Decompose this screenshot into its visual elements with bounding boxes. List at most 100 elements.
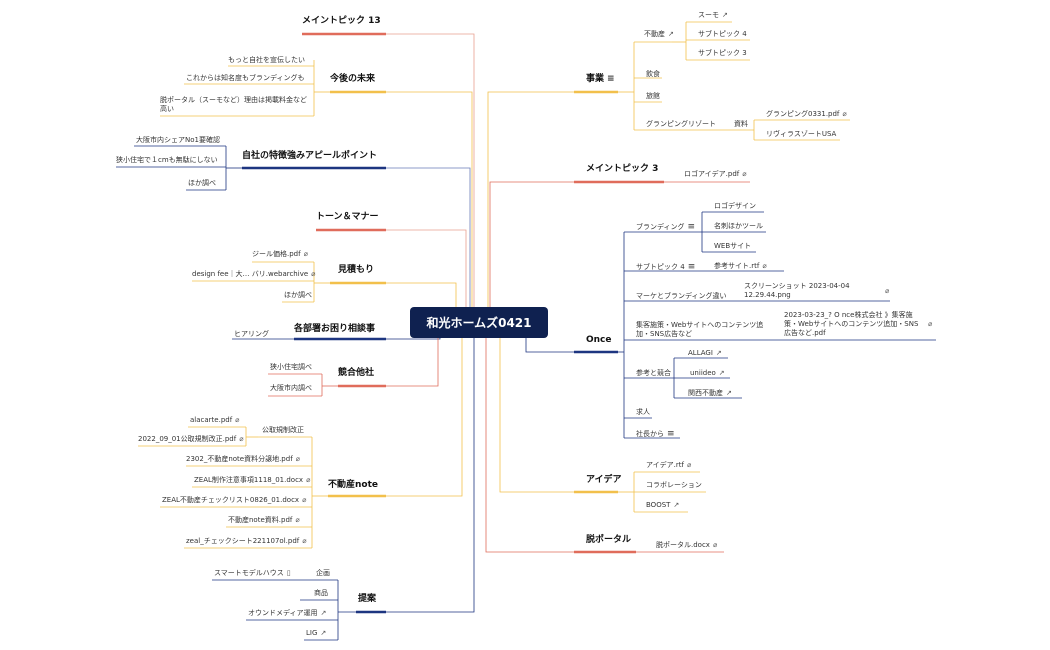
note-file[interactable]: 2302_不動産note資料分譲地.pdf⌀: [186, 455, 300, 463]
paperclip-icon: ⌀: [239, 435, 244, 443]
idea-topic[interactable]: アイデア: [586, 475, 622, 485]
external-link-icon: ↗: [726, 389, 732, 397]
tone-manner-topic[interactable]: トーン＆マナー: [316, 212, 379, 222]
competitor-item[interactable]: 狭小住宅調べ: [270, 363, 312, 371]
branding-item[interactable]: 名刺ほかツール: [714, 222, 763, 230]
external-link-icon: ↗: [673, 501, 680, 509]
proposal-item[interactable]: LIG↗: [306, 629, 327, 637]
paperclip-icon: ⌀: [686, 461, 692, 469]
strength-topic[interactable]: 自社の特徴強みアピールポイント: [242, 151, 378, 161]
once-subtopic[interactable]: 集客施策・Webサイトへのコンテンツ追加・SNS広告など: [636, 321, 764, 338]
central-topic[interactable]: 和光ホームズ0421: [410, 307, 548, 338]
paperclip-icon: ⌀: [311, 270, 316, 278]
once-subtopic[interactable]: 求人: [636, 408, 650, 416]
external-link-icon: ↗: [320, 609, 327, 617]
once-subtopic[interactable]: 参考と競合: [636, 369, 671, 377]
competitor-item[interactable]: 大阪市内調べ: [270, 384, 312, 392]
strength-item[interactable]: 狭小住宅で１cmも無駄にしない: [116, 156, 218, 164]
estimate-item[interactable]: ジール価格.pdf⌀: [252, 250, 308, 258]
branding-item[interactable]: ロゴデザイン: [714, 202, 756, 210]
note-file[interactable]: 2022_09_01公取規制改正.pdf⌀: [138, 435, 244, 443]
proposal-item[interactable]: 商品: [314, 589, 328, 597]
dept-item[interactable]: ヒアリング: [234, 330, 269, 338]
external-link-icon: ↗: [668, 30, 674, 38]
proposal-topic[interactable]: 提案: [358, 594, 377, 604]
external-link-icon: ↗: [718, 369, 725, 377]
future-item[interactable]: これからは知名度もブランディングも: [186, 74, 305, 82]
paperclip-icon: ⌀: [928, 320, 933, 328]
once-subtopic[interactable]: サブトピック 4≡: [636, 262, 696, 272]
proposal-item[interactable]: オウンドメディア運用↗: [248, 609, 327, 617]
note-subtopic[interactable]: 公取規制改正: [262, 426, 304, 434]
once-subtopic[interactable]: マーケとブランディング違い: [636, 292, 727, 300]
realestate-item[interactable]: スーモ↗: [698, 11, 728, 19]
business-subtopic[interactable]: 不動産↗: [644, 30, 674, 38]
note-file[interactable]: zeal_チェックシート221107ol.pdf⌀: [186, 537, 307, 545]
idea-item[interactable]: コラボレーション: [646, 481, 702, 489]
note-file[interactable]: alacarte.pdf⌀: [190, 416, 240, 424]
competitor-topic[interactable]: 競合他社: [338, 368, 375, 378]
paperclip-icon: ⌀: [712, 541, 718, 549]
notes-icon: ≡: [687, 262, 696, 272]
paperclip-icon: ⌀: [306, 476, 311, 484]
estimate-topic[interactable]: 見積もり: [338, 265, 375, 275]
paperclip-icon: ⌀: [295, 516, 300, 524]
estimate-item[interactable]: design fee｜大… バリ.webarchive⌀: [192, 270, 316, 278]
document-icon: ▯: [286, 569, 291, 577]
shukyaku-file[interactable]: 2023-03-23_? O nce株式会社 》集客施策・Webサイトへのコンテ…: [784, 311, 919, 337]
sanko-item[interactable]: 関西不動産↗: [688, 389, 732, 397]
dept-topic[interactable]: 各部署お困り相談事: [294, 324, 376, 334]
proposal-item[interactable]: スマートモデルハウス▯: [214, 569, 291, 577]
note-file[interactable]: ZEAL不動産チェックリスト0826_01.docx⌀: [162, 496, 307, 504]
sanko-item[interactable]: ALLAGI↗: [688, 349, 722, 357]
main-topic-3[interactable]: メイントピック 3: [586, 164, 659, 174]
estimate-item[interactable]: ほか調べ: [284, 291, 312, 299]
paperclip-icon: ⌀: [295, 455, 300, 463]
paperclip-icon: ⌀: [885, 287, 890, 295]
branding-item[interactable]: WEBサイト: [714, 242, 752, 250]
portal-topic[interactable]: 脱ポータル: [586, 535, 632, 545]
future-item[interactable]: 脱ポータル（スーモなど）理由は掲載料金など高い: [160, 96, 307, 113]
note-file[interactable]: ZEAL制作注意事項1118_01.docx⌀: [194, 476, 311, 484]
sub4-file[interactable]: 参考サイト.rtf⌀: [714, 262, 767, 270]
notes-icon: ≡: [667, 429, 675, 439]
once-subtopic[interactable]: ブランディング≡: [636, 222, 696, 232]
glamping-subtopic[interactable]: 資料: [734, 120, 748, 128]
paperclip-icon: ⌀: [762, 262, 767, 270]
sanko-item[interactable]: uniideo↗: [690, 369, 725, 377]
glamping-file[interactable]: グランピング0331.pdf⌀: [766, 110, 847, 118]
paperclip-icon: ⌀: [742, 170, 747, 178]
paperclip-icon: ⌀: [235, 416, 240, 424]
portal-file[interactable]: 脱ポータル.docx⌀: [656, 541, 718, 549]
note-topic[interactable]: 不動産note: [328, 480, 378, 490]
central-topic-label: 和光ホームズ0421: [426, 316, 532, 330]
external-link-icon: ↗: [715, 349, 722, 357]
business-topic[interactable]: 事業≡: [586, 74, 615, 84]
paperclip-icon: ⌀: [303, 250, 308, 258]
strength-item[interactable]: ほか調べ: [188, 179, 216, 187]
once-topic[interactable]: Once: [586, 335, 612, 345]
strength-item[interactable]: 大阪市内シェアNo1要確認: [136, 136, 220, 144]
future-item[interactable]: もっと自社を宣伝したい: [228, 56, 305, 64]
glamping-item[interactable]: リヴィラスゾートUSA: [766, 130, 837, 138]
external-link-icon: ↗: [320, 629, 327, 637]
business-subtopic[interactable]: 飲食: [646, 70, 660, 78]
external-link-icon: ↗: [722, 11, 728, 19]
idea-item[interactable]: BOOST↗: [646, 501, 680, 509]
notes-icon: ≡: [607, 74, 615, 84]
business-subtopic[interactable]: 旅館: [646, 92, 660, 100]
realestate-item[interactable]: サブトピック 3: [698, 49, 747, 57]
main-topic-13[interactable]: メイントピック 13: [302, 16, 381, 26]
future-topic[interactable]: 今後の未来: [330, 74, 376, 84]
business-subtopic[interactable]: グランピングリゾート: [646, 120, 716, 128]
proposal-subtopic[interactable]: 企画: [316, 569, 330, 577]
realestate-item[interactable]: サブトピック 4: [698, 30, 747, 38]
once-subtopic[interactable]: 社長から≡: [636, 429, 675, 439]
paperclip-icon: ⌀: [302, 496, 307, 504]
topic3-file[interactable]: ロゴアイデア.pdf⌀: [684, 170, 747, 178]
notes-icon: ≡: [687, 222, 696, 232]
idea-file[interactable]: アイデア.rtf⌀: [646, 461, 692, 469]
paperclip-icon: ⌀: [842, 110, 847, 118]
marke-file[interactable]: スクリーンショット 2023-04-04 12.29.44.png: [744, 282, 850, 299]
note-file[interactable]: 不動産note資料.pdf⌀: [228, 516, 300, 524]
